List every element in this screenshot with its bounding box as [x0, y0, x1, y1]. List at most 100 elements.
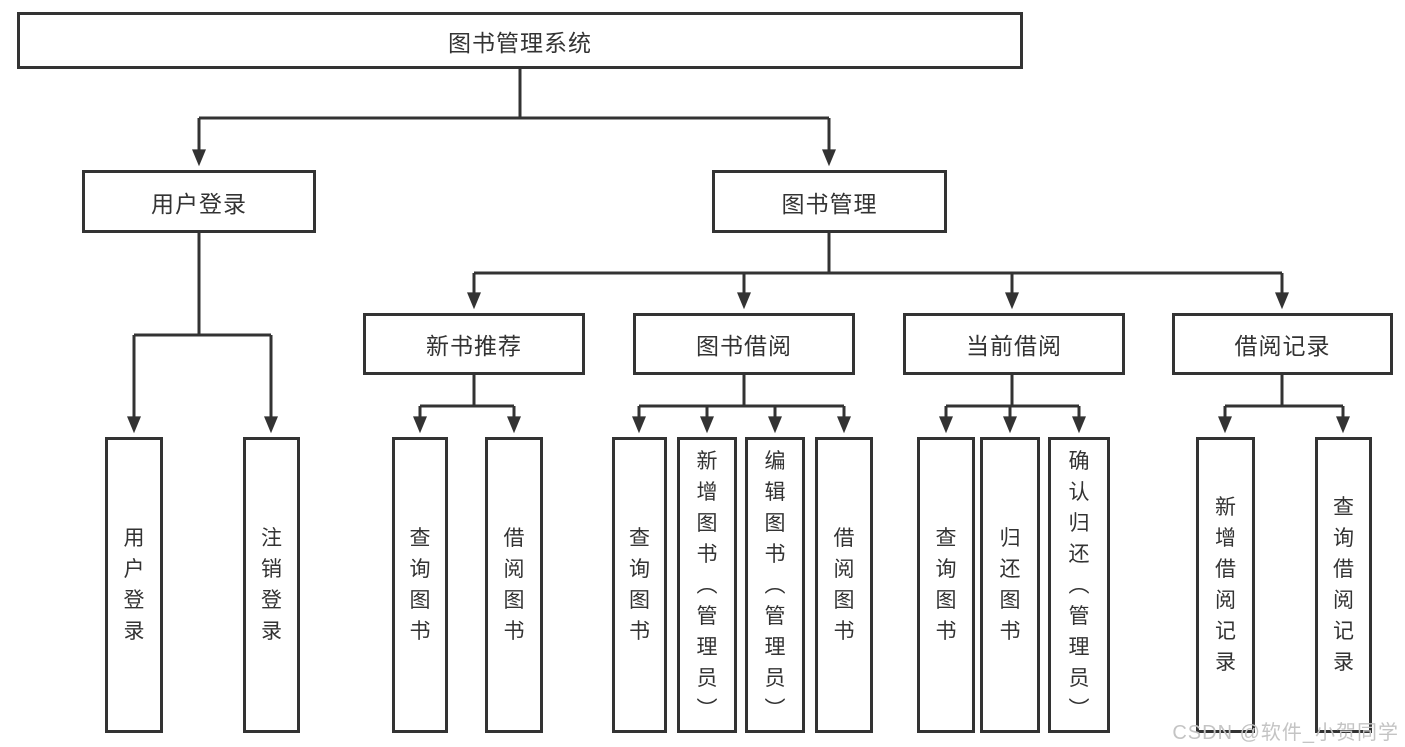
vertical-char: 员: [696, 666, 718, 690]
node-book-management: 图书管理: [712, 170, 947, 233]
vertical-char: 图: [503, 589, 525, 612]
node-borrow-record: 借阅记录: [1172, 313, 1393, 375]
leaf-logout: 注销登录: [243, 437, 300, 733]
vertical-char: 书: [503, 620, 525, 643]
vertical-char: 录: [261, 620, 282, 643]
vertical-char: 管: [696, 604, 718, 628]
vertical-char: 借: [833, 527, 855, 550]
leaf-borrow-books: 借阅图书: [815, 437, 873, 733]
leaf-confirm-return-admin: 确认归还 ︵ 管理员 ︶: [1048, 437, 1110, 733]
vertical-char: 询: [409, 558, 431, 581]
vertical-char: 书: [409, 620, 431, 643]
vertical-char: 归: [999, 527, 1021, 550]
vertical-char: 书: [999, 620, 1021, 643]
vertical-char: 阅: [1333, 589, 1354, 612]
leaf-query-books-recommend: 查询图书: [392, 437, 448, 733]
edge-current-borrow-branch: [939, 375, 1086, 434]
vertical-char: 录: [1215, 651, 1236, 674]
vertical-char: 归: [1068, 511, 1090, 535]
node-current-borrow: 当前借阅: [903, 313, 1125, 375]
edge-new-book-branch: [413, 375, 521, 434]
vertical-char: ︶: [1068, 697, 1090, 721]
vertical-char: 员: [764, 666, 786, 690]
vertical-char: 录: [123, 620, 145, 643]
edge-borrow-record-branch: [1218, 375, 1350, 434]
vertical-char: 图: [764, 511, 786, 535]
vertical-char: 询: [629, 558, 650, 581]
node-book-borrow: 图书借阅: [633, 313, 855, 375]
vertical-char: 借: [1333, 558, 1354, 581]
vertical-char: 注: [261, 527, 282, 550]
leaf-edit-books-admin: 编辑图书︵管理员︶: [745, 437, 805, 733]
vertical-char: 查: [1333, 496, 1354, 519]
vertical-char: ︵: [764, 573, 786, 597]
vertical-char: 查: [629, 527, 650, 550]
vertical-char: 理: [764, 635, 786, 659]
vertical-char: 增: [1215, 527, 1236, 550]
vertical-char: 书: [696, 542, 718, 566]
node-new-book-recommend: 新书推荐: [363, 313, 585, 375]
vertical-char: 管: [1068, 604, 1090, 628]
vertical-char: 记: [1215, 620, 1236, 643]
vertical-char: 管: [764, 604, 786, 628]
vertical-char: 询: [935, 558, 957, 581]
edge-book-mgmt-branch: [467, 233, 1289, 310]
leaf-return-books: 归还图书: [980, 437, 1040, 733]
vertical-char: ︵: [696, 573, 718, 597]
vertical-char: 理: [1068, 635, 1090, 659]
vertical-char: 查: [409, 527, 431, 550]
vertical-char: 图: [696, 511, 718, 535]
vertical-char: 销: [261, 558, 282, 581]
vertical-char: ︶: [764, 697, 786, 721]
edge-book-borrow-branch: [632, 375, 851, 434]
vertical-char: 书: [935, 620, 957, 643]
vertical-char: ︶: [696, 697, 718, 721]
leaf-query-books-borrow: 查询图书: [612, 437, 667, 733]
leaf-user-login: 用户登录: [105, 437, 163, 733]
leaf-add-books-admin: 新增图书 ︵ 管理员 ︶: [677, 437, 737, 733]
vertical-char: ︵: [1068, 573, 1090, 597]
vertical-char: 书: [833, 620, 855, 643]
vertical-char: 员: [1068, 666, 1090, 690]
vertical-char: 记: [1333, 620, 1354, 643]
vertical-char: 查: [935, 527, 957, 550]
vertical-char: 理: [696, 635, 718, 659]
vertical-char: 新: [696, 449, 718, 473]
leaf-borrow-books-recommend: 借阅图书: [485, 437, 543, 733]
vertical-char: 登: [261, 589, 282, 612]
vertical-char: 图: [999, 589, 1021, 612]
vertical-char: 确: [1068, 449, 1090, 473]
csdn-watermark: CSDN @软件_小贺同学: [1172, 722, 1399, 744]
leaf-query-books-current: 查询图书: [917, 437, 975, 733]
vertical-char: 编: [764, 449, 786, 473]
vertical-char: 借: [503, 527, 525, 550]
leaf-query-borrow-record: 查询借阅记录: [1315, 437, 1372, 733]
vertical-char: 阅: [833, 558, 855, 581]
vertical-char: 用: [123, 527, 145, 550]
vertical-char: 录: [1333, 651, 1354, 674]
vertical-char: 借: [1215, 558, 1236, 581]
vertical-char: 图: [409, 589, 431, 612]
vertical-char: 图: [629, 589, 650, 612]
edge-user-login-branch: [127, 233, 278, 434]
node-user-login: 用户登录: [82, 170, 316, 233]
leaf-add-borrow-record: 新增借阅记录: [1196, 437, 1255, 733]
vertical-char: 阅: [503, 558, 525, 581]
vertical-char: 阅: [1215, 589, 1236, 612]
vertical-char: 登: [123, 589, 145, 612]
node-root-system: 图书管理系统: [17, 12, 1023, 69]
vertical-char: 新: [1215, 496, 1236, 519]
vertical-char: 还: [1068, 542, 1090, 566]
vertical-char: 书: [629, 620, 650, 643]
vertical-char: 图: [935, 589, 957, 612]
vertical-char: 增: [696, 480, 718, 504]
vertical-char: 询: [1333, 527, 1354, 550]
vertical-char: 户: [123, 558, 145, 581]
edge-root-to-level2: [192, 69, 836, 167]
vertical-char: 认: [1068, 480, 1090, 504]
vertical-char: 还: [999, 558, 1021, 581]
vertical-char: 图: [833, 589, 855, 612]
vertical-char: 书: [764, 542, 786, 566]
